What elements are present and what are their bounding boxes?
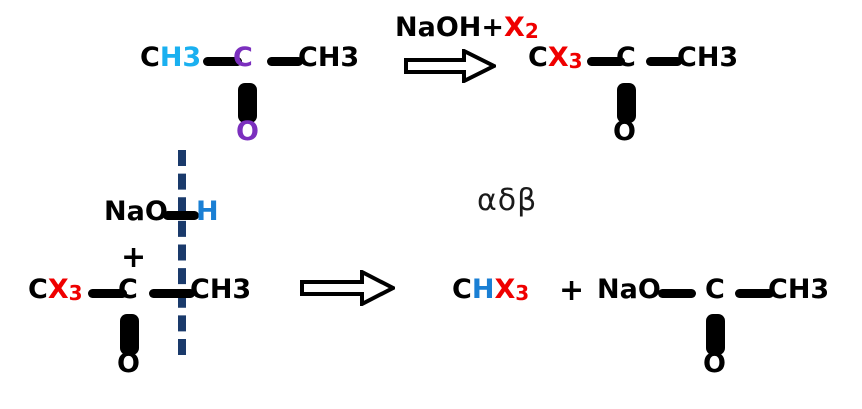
bottom-reactant-carbonyl-oxygen: O	[117, 350, 140, 377]
bond-reactant-left	[203, 57, 242, 66]
bond-bottom-reactant-carbonyl-double	[120, 314, 139, 355]
bottom-reactant-halogen-subscript: 3	[68, 281, 83, 305]
acetate-carbonyl-oxygen: O	[703, 350, 726, 377]
bottom-plus-label: +	[559, 273, 585, 308]
bottom-reactant-methyl-group: CH3	[190, 276, 251, 303]
left-plus-label: +	[121, 240, 147, 275]
bond-acetate-carbonyl-double	[706, 314, 725, 355]
hydroxide-hydrogen: H	[196, 198, 219, 225]
acetate-carbonyl-carbon-label: C	[705, 274, 725, 305]
reagent-halogen-subscript: 2	[524, 19, 539, 43]
hydroxide-nao-label: NaO	[104, 196, 168, 227]
top-product-carbonyl-oxygen: O	[613, 118, 636, 145]
bond-reactant-right	[267, 57, 303, 66]
haloform-product-group: CHX3	[452, 276, 529, 303]
reactant-left-carbon-label: C	[140, 42, 160, 73]
bond-bottom-reactant-left	[88, 289, 127, 298]
reagent-label: NaOH+X2	[395, 14, 539, 41]
top-product-carbonyl-carbon: C	[616, 44, 636, 71]
bottom-reactant-carbonyl-carbon-label: C	[118, 274, 138, 305]
bond-acetate-right	[735, 289, 774, 298]
bond-acetate-left	[658, 289, 696, 298]
hydroxide-hydrogen-label: H	[196, 196, 219, 227]
top-product-halogen-subscript: 3	[568, 49, 583, 73]
haloform-halogen-label: X	[494, 274, 516, 305]
top-product-halogen-label: X	[547, 42, 569, 73]
top-reaction-arrow	[404, 49, 496, 83]
bond-bottom-reactant-right	[149, 289, 195, 298]
acetate-carbonyl-oxygen-label: O	[703, 348, 726, 379]
acetate-methyl-group: CH3	[768, 276, 829, 303]
bottom-reactant-halogen-label: X	[47, 274, 69, 305]
greek-labels-text: αδβ	[477, 183, 538, 218]
reactant-carbonyl-oxygen-label: O	[236, 116, 259, 147]
haloform-hydrogen-label: H	[471, 274, 495, 305]
bottom-reactant-trihalomethyl-group: CX3	[28, 276, 83, 303]
top-product-carbonyl-oxygen-label: O	[613, 116, 636, 147]
top-product-trihalomethyl-group: CX3	[528, 44, 583, 71]
top-product-left-carbon-label: C	[528, 42, 548, 73]
reactant-right-methyl-label: CH3	[298, 42, 360, 73]
haloform-halogen-subscript: 3	[515, 281, 530, 305]
reactant-carbonyl-carbon: C	[233, 44, 253, 71]
top-product-methyl-label: CH3	[677, 42, 739, 73]
bottom-reactant-left-carbon-label: C	[28, 274, 48, 305]
reactant-right-methyl-group: CH3	[298, 44, 359, 71]
bottom-plus-sign: +	[559, 276, 584, 306]
bottom-reactant-carbonyl-oxygen-label: O	[117, 348, 140, 379]
left-plus-sign: +	[121, 243, 146, 273]
bond-top-product-carbonyl-double	[617, 83, 636, 123]
acetate-salt-nao-group: NaO	[597, 276, 661, 303]
reactant-left-hydrogen-label: H3	[159, 42, 202, 73]
acetate-methyl-label: CH3	[768, 274, 830, 305]
reactant-left-methyl-group: CH3	[140, 44, 201, 71]
bond-top-product-left	[587, 57, 625, 66]
acetate-salt-nao-label: NaO	[597, 274, 661, 305]
top-product-carbonyl-carbon-label: C	[616, 42, 636, 73]
top-product-methyl-group: CH3	[677, 44, 738, 71]
bottom-reactant-carbonyl-carbon: C	[118, 276, 138, 303]
greek-position-labels: αδβ	[477, 186, 537, 216]
reagent-halogen-label: X	[504, 12, 525, 43]
reactant-carbonyl-carbon-label: C	[233, 42, 253, 73]
bond-top-product-right	[646, 57, 682, 66]
reagent-base-label: NaOH+	[395, 12, 504, 43]
bottom-reaction-arrow	[300, 270, 395, 306]
hydroxide-nao-group: NaO	[104, 198, 168, 225]
bond-reactant-carbonyl-double	[238, 83, 257, 123]
bottom-reactant-methyl-label: CH3	[190, 274, 252, 305]
bond-cleavage-dashed-line	[178, 150, 186, 355]
reactant-carbonyl-oxygen: O	[236, 118, 259, 145]
haloform-carbon-label: C	[452, 274, 472, 305]
acetate-carbonyl-carbon: C	[705, 276, 725, 303]
bond-hydroxide	[163, 211, 199, 220]
